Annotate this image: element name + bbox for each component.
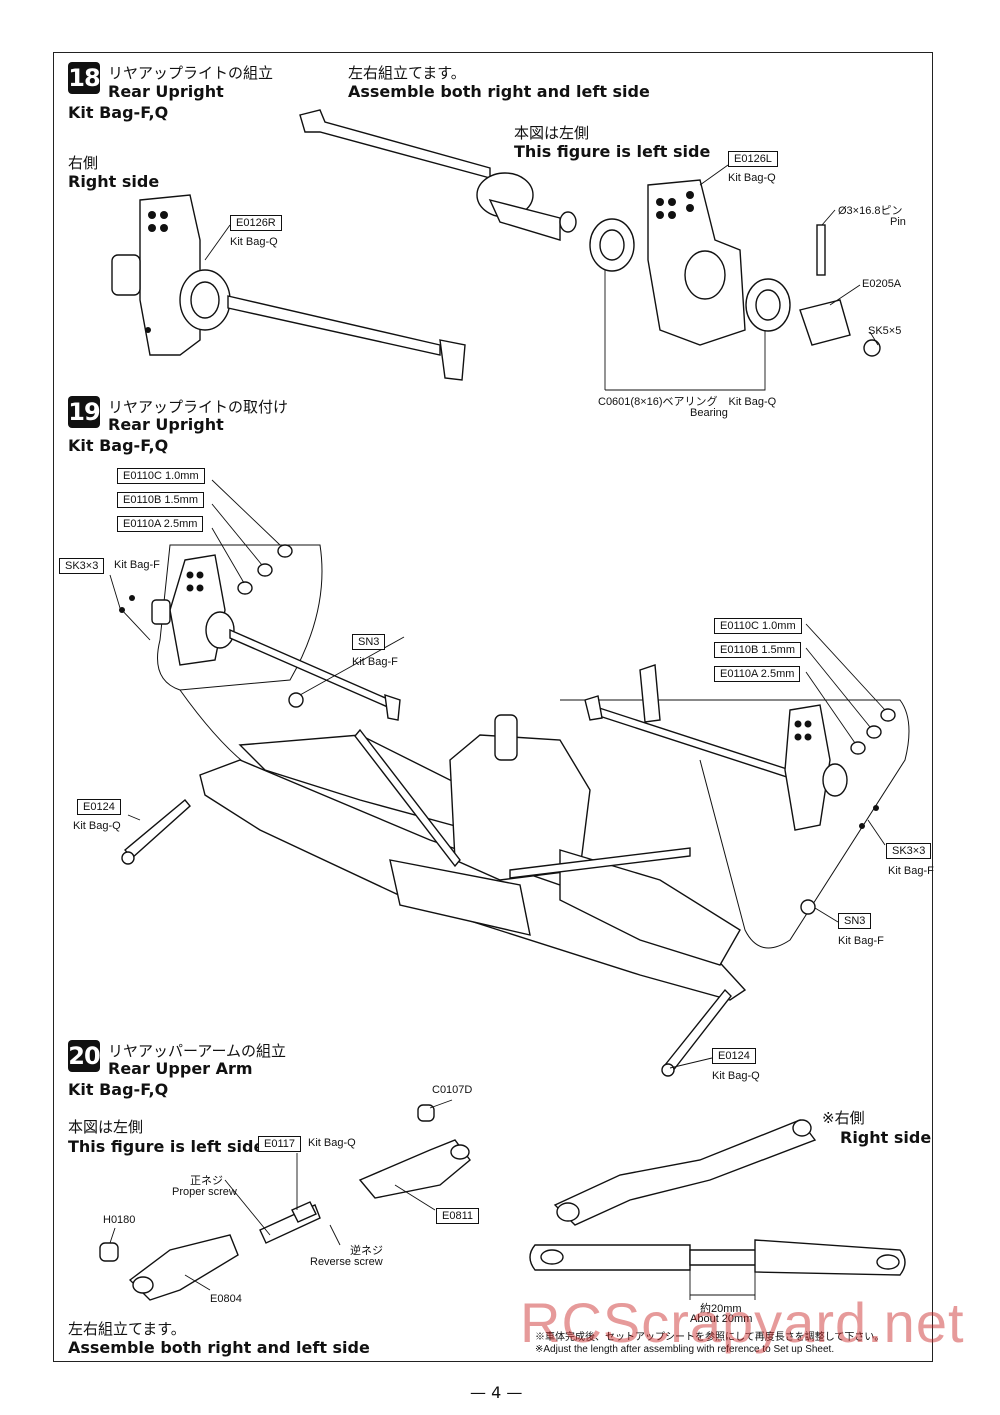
shim-left-1: E0110C 1.0mm: [117, 468, 205, 484]
part-e0126r-label: E0126R: [230, 215, 282, 231]
step-19-kit-bag: Kit Bag-F,Q: [68, 436, 169, 455]
step-19-number: 19: [68, 396, 101, 428]
step-18-kit-bag: Kit Bag-F,Q: [68, 103, 169, 122]
rear-suspension-drawing: [119, 544, 910, 1077]
step-20-title-en: Rear Upper Arm: [108, 1059, 253, 1078]
upper-arm-right-drawing: [529, 1119, 906, 1276]
step-18-title-en: Rear Upright: [108, 82, 224, 101]
part-c0107d-label: C0107D: [432, 1084, 473, 1096]
part-e0117-bag: Kit Bag-Q: [308, 1137, 356, 1149]
step-19-title-jp: リヤアップライトの取付け: [108, 398, 289, 416]
step-20-title-jp: リヤアッパーアームの組立: [108, 1042, 287, 1060]
step-20-right-side-jp: ※右側: [822, 1109, 865, 1127]
part-e0126l-bag: Kit Bag-Q: [728, 172, 776, 184]
shim-left-2: E0110B 1.5mm: [117, 492, 205, 508]
step-20-kit-bag: Kit Bag-F,Q: [68, 1080, 169, 1099]
step-20-right-side-en: Right side: [840, 1128, 932, 1147]
step-20-number: 20: [68, 1040, 101, 1072]
proper-screw-en: Proper screw: [172, 1186, 237, 1198]
adjust-note-en: ※Adjust the length after assembling with…: [535, 1344, 835, 1355]
part-e0126r-bag: Kit Bag-Q: [230, 236, 278, 248]
sn3-left-label: SN3: [352, 634, 386, 650]
bearing-label-en: Bearing: [690, 407, 728, 419]
step-20-left-fig-en: This figure is left side: [68, 1137, 265, 1156]
sn3-right-label: SN3: [838, 913, 872, 929]
shim-left-3: E0110A 2.5mm: [117, 516, 204, 532]
step-18-left-fig-en: This figure is left side: [514, 142, 711, 161]
sk3-right-bag: Kit Bag-F: [888, 865, 934, 877]
step-20-assemble-en: Assemble both right and left side: [68, 1338, 370, 1357]
e0124-right-bag: Kit Bag-Q: [712, 1070, 760, 1082]
shim-right-3: E0110A 2.5mm: [714, 666, 801, 682]
step-18-assemble-en: Assemble both right and left side: [348, 82, 650, 101]
pin-label-en: Pin: [890, 216, 906, 228]
part-h0180-label: H0180: [103, 1214, 136, 1226]
shim-right-1: E0110C 1.0mm: [714, 618, 802, 634]
step-18-title-jp: リヤアップライトの組立: [108, 64, 274, 82]
step-20-left-fig-jp: 本図は左側: [68, 1118, 144, 1136]
page-frame: [53, 52, 933, 1362]
pin-label-jp: Ø3×16.8ピン: [838, 205, 903, 217]
sk3-left-bag: Kit Bag-F: [114, 559, 160, 571]
step-18-assemble-jp: 左右組立てます。: [348, 64, 466, 82]
sn3-right-bag: Kit Bag-F: [838, 935, 884, 947]
e0124-left-bag: Kit Bag-Q: [73, 820, 121, 832]
step-18-right-side-jp: 右側: [68, 154, 99, 172]
reverse-screw-jp: 逆ネジ: [350, 1245, 383, 1257]
about-20mm-jp: 約20mm: [700, 1303, 742, 1315]
left-upright-exploded-drawing: [299, 109, 881, 357]
e0124-left-label: E0124: [77, 799, 121, 815]
shim-right-2: E0110B 1.5mm: [714, 642, 802, 658]
step-18-right-side-en: Right side: [68, 172, 160, 191]
upper-arm-exploded-drawing: [99, 1104, 471, 1301]
sk3-right-label: SK3×3: [886, 843, 932, 859]
sn3-left-bag: Kit Bag-F: [352, 656, 398, 668]
step-18-number: 18: [68, 62, 101, 94]
e0124-right-label: E0124: [712, 1048, 756, 1064]
part-e0811-label: E0811: [436, 1208, 479, 1224]
part-e0126l-label: E0126L: [728, 151, 778, 167]
bearing-label: C0601(8×16)ベアリング Kit Bag-Q: [598, 396, 777, 408]
watermark: RCScrapyard.net: [520, 1291, 965, 1354]
reverse-screw-en: Reverse screw: [310, 1256, 383, 1268]
part-e0804-label: E0804: [210, 1293, 242, 1305]
sk3-left-label: SK3×3: [59, 558, 105, 574]
page-number: — 4 —: [470, 1383, 523, 1402]
part-e0117-label: E0117: [258, 1136, 301, 1152]
adjust-note-jp: ※車体完成後、セットアップシートを参照にして再度長さを調整して下さい。: [535, 1332, 885, 1343]
right-upright-drawing: [111, 194, 466, 381]
step-20-assemble-jp: 左右組立てます。: [68, 1320, 186, 1338]
proper-screw-jp: 正ネジ: [190, 1175, 223, 1187]
step-19-title-en: Rear Upright: [108, 415, 224, 434]
part-sk5-label: SK5×5: [868, 325, 902, 337]
about-20mm-en: About 20mm: [690, 1313, 753, 1325]
part-e0205a-label: E0205A: [862, 278, 902, 290]
step-18-left-fig-jp: 本図は左側: [514, 124, 590, 142]
